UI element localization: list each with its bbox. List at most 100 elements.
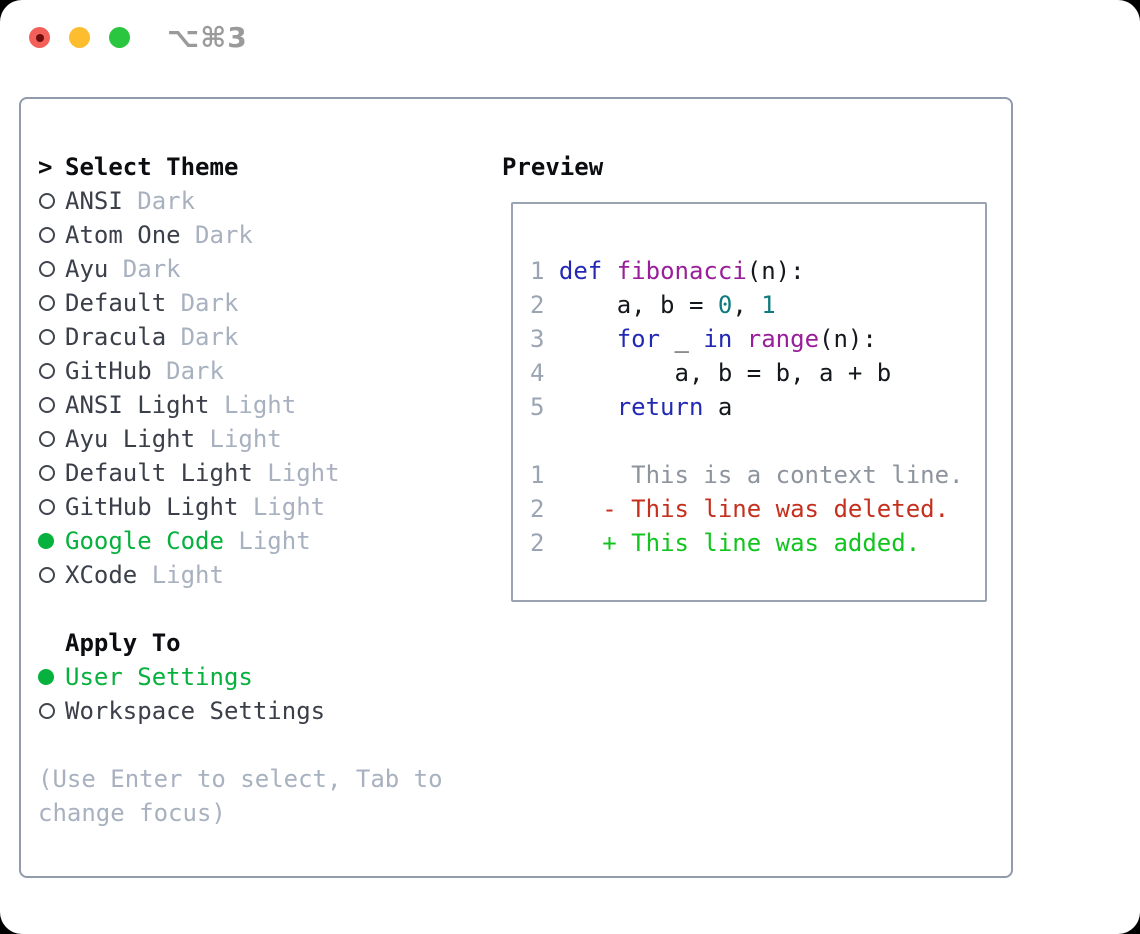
code-token-fn: range — [746, 325, 820, 353]
theme-option-atom-one[interactable]: Atom One Dark — [38, 218, 443, 252]
code-token-num: 2 — [530, 495, 559, 523]
apply-option-user-settings[interactable]: User Settings — [38, 660, 443, 694]
code-token-ctx: This is a context line. — [558, 461, 964, 489]
theme-option-github[interactable]: GitHub Dark — [38, 354, 443, 388]
preview-line: 2 - This line was deleted. — [530, 492, 985, 526]
close-button[interactable] — [29, 27, 50, 48]
code-token-pl: (n): — [746, 257, 805, 285]
code-token-kw: return — [616, 393, 704, 421]
radio-unselected-icon — [38, 431, 65, 447]
radio-unselected-icon — [38, 567, 65, 583]
theme-variant: Dark — [151, 357, 224, 385]
preview-line: 5 return a — [530, 390, 985, 424]
theme-option-google-code[interactable]: Google Code Light — [38, 524, 443, 558]
code-token-num: 2 — [530, 529, 559, 557]
theme-option-default[interactable]: Default Dark — [38, 286, 443, 320]
theme-variant: Dark — [122, 187, 196, 215]
radio-unselected-icon — [38, 295, 65, 311]
code-token-pl — [559, 325, 617, 353]
preview-line: 2 a, b = 0, 1 — [530, 288, 985, 322]
theme-option-default-light[interactable]: Default Light Light — [38, 456, 443, 490]
apply-to-title: Apply To — [65, 629, 181, 657]
code-token-num: 1 — [530, 461, 559, 489]
theme-name: ANSI Light — [65, 391, 210, 419]
code-token-pl — [559, 495, 602, 523]
theme-name: GitHub Light — [65, 493, 239, 521]
code-token-num: 3 — [530, 325, 559, 353]
select-theme-heading: > Select Theme — [38, 150, 443, 184]
focus-chevron-icon: > — [38, 153, 53, 181]
code-token-pl — [559, 393, 617, 421]
preview-line: 1 This is a context line. — [530, 458, 985, 492]
radio-unselected-icon — [38, 465, 65, 481]
titlebar: ⌥⌘3 — [0, 0, 1140, 76]
theme-option-ayu-light[interactable]: Ayu Light Light — [38, 422, 443, 456]
radio-unselected-icon — [38, 227, 65, 243]
preview-heading: Preview — [502, 153, 604, 181]
minimize-button[interactable] — [69, 27, 90, 48]
code-token-lit: 1 — [761, 291, 776, 319]
code-token-del: - This line was deleted. — [602, 495, 950, 523]
theme-option-ayu[interactable]: Ayu Dark — [38, 252, 443, 286]
theme-variant: Dark — [108, 255, 181, 283]
zoom-button[interactable] — [109, 27, 130, 48]
theme-option-xcode[interactable]: XCode Light — [38, 558, 443, 592]
theme-variant: Dark — [180, 221, 253, 249]
theme-variant: Light — [137, 561, 224, 589]
code-token-num: 1 — [530, 257, 559, 285]
code-token-pl: (n): — [819, 325, 877, 353]
code-token-kw: def — [558, 257, 603, 285]
theme-variant: Light — [209, 391, 297, 419]
apply-to-heading: Apply To — [38, 626, 443, 660]
code-token-kw: for — [616, 325, 661, 353]
code-token-pl — [559, 529, 602, 557]
preview-line: 2 + This line was added. — [530, 526, 985, 560]
theme-variant: Light — [195, 425, 282, 453]
theme-option-dracula[interactable]: Dracula Dark — [38, 320, 443, 354]
preview-line: 4 a, b = b, a + b — [530, 356, 985, 390]
radio-unselected-icon — [38, 499, 65, 515]
radio-unselected-icon — [38, 329, 65, 345]
theme-option-ansi[interactable]: ANSI Dark — [38, 184, 443, 218]
code-token-num: 2 — [530, 291, 559, 319]
select-theme-title: Select Theme — [65, 153, 239, 181]
theme-name: Google Code — [65, 527, 224, 555]
code-token-pl: a, b = b, a + b — [558, 359, 892, 387]
theme-name: Default Light — [65, 459, 253, 487]
theme-variant: Light — [252, 459, 340, 487]
theme-option-ansi-light[interactable]: ANSI Light Light — [38, 388, 443, 422]
theme-name: Ayu Light — [65, 425, 196, 453]
theme-name: XCode — [65, 561, 138, 589]
radio-selected-icon — [38, 669, 65, 685]
preview-line: 3 for _ in range(n): — [530, 322, 985, 356]
keyboard-hint: (Use Enter to select, Tab to — [38, 762, 443, 796]
radio-unselected-icon — [38, 397, 65, 413]
code-token-lit: 0 — [717, 291, 733, 319]
code-token-pl: , — [732, 291, 762, 319]
hint-text: (Use Enter to select, Tab to — [38, 765, 443, 793]
code-token-pl: a — [703, 393, 733, 421]
keyboard-hint: change focus) — [38, 796, 443, 830]
preview-line: 1 def fibonacci(n): — [530, 254, 985, 288]
code-token-pl — [732, 325, 746, 353]
code-token-pl: _ — [660, 325, 704, 353]
theme-name: Atom One — [65, 221, 181, 249]
apply-option-label: User Settings — [65, 663, 253, 691]
apply-option-label: Workspace Settings — [65, 697, 326, 725]
apply-option-workspace-settings[interactable]: Workspace Settings — [38, 694, 443, 728]
theme-option-github-light[interactable]: GitHub Light Light — [38, 490, 443, 524]
theme-name: ANSI — [65, 187, 123, 215]
code-token-num: 5 — [530, 393, 559, 421]
window-title-shortcut: ⌥⌘3 — [167, 21, 248, 54]
radio-selected-icon — [38, 533, 65, 549]
theme-name: Dracula — [65, 323, 167, 351]
theme-variant: Light — [238, 493, 326, 521]
theme-name: GitHub — [65, 357, 152, 385]
preview-blank-line — [530, 424, 985, 458]
theme-name: Ayu — [65, 255, 109, 283]
theme-name: Default — [65, 289, 167, 317]
hint-text: change focus) — [38, 799, 226, 827]
